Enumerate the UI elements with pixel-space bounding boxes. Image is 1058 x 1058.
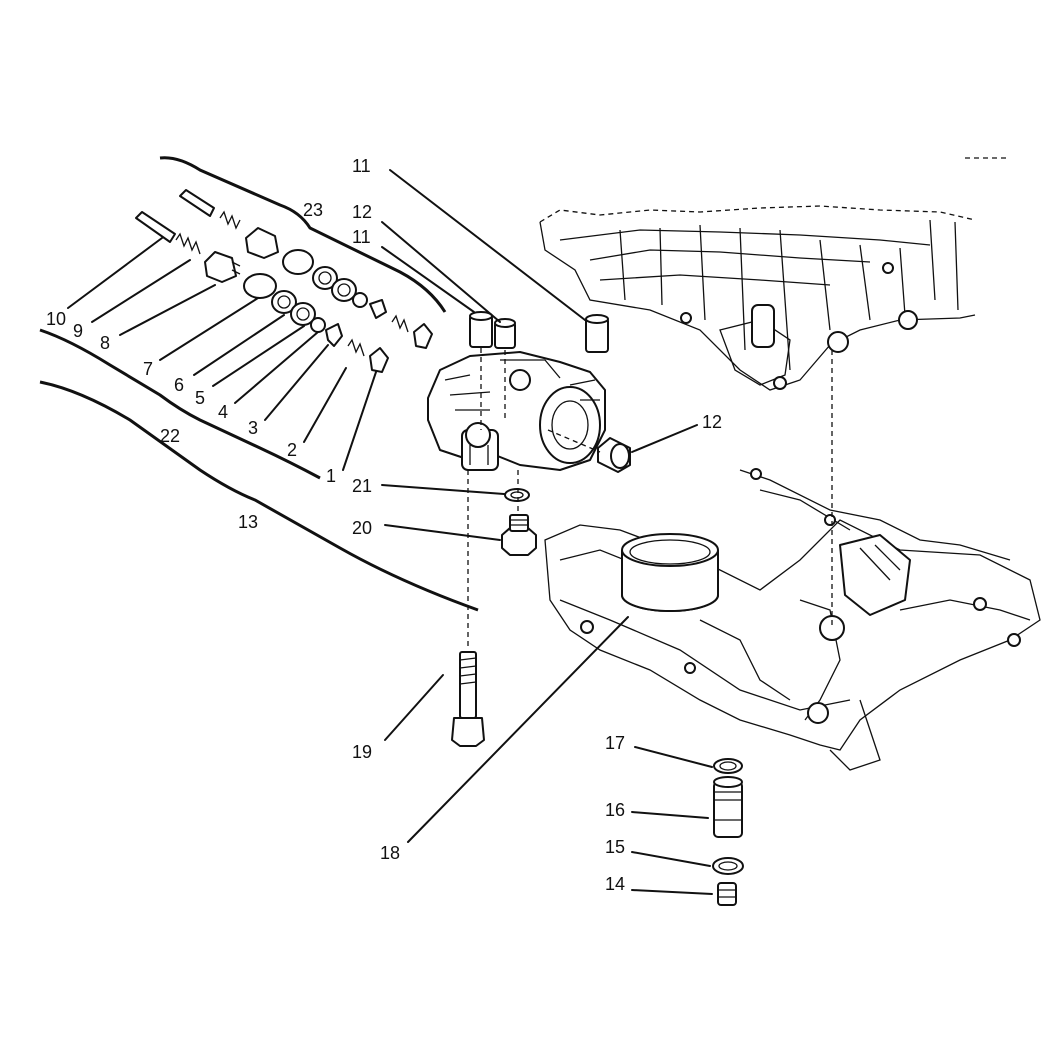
- callout-13: 13: [238, 512, 258, 532]
- callout-15: 15: [605, 837, 625, 857]
- callout-20: 20: [352, 518, 372, 538]
- fitting-20: [501, 514, 537, 556]
- valve-kit-23: [179, 189, 433, 349]
- bolt-19: [451, 651, 485, 747]
- callout-17: 17: [605, 733, 625, 753]
- callout-16: 16: [605, 800, 625, 820]
- callout-12-right: 12: [702, 412, 722, 432]
- ring-17: [713, 758, 743, 774]
- callout-9: 9: [73, 321, 83, 341]
- callout-21: 21: [352, 476, 372, 496]
- brace-22: [39, 328, 321, 480]
- callout-6: 6: [174, 375, 184, 395]
- seal-ring: [621, 533, 719, 612]
- callout-1: 1: [326, 466, 336, 486]
- callout-11-top: 11: [352, 156, 371, 176]
- bushing-11-right: [585, 314, 609, 353]
- callout-8: 8: [100, 333, 110, 353]
- callout-7: 7: [143, 359, 153, 379]
- callout-23: 23: [303, 200, 323, 220]
- brace-23: [159, 156, 447, 313]
- leader-lines: [67, 169, 713, 895]
- bushing-12-left: [494, 318, 516, 349]
- callout-2: 2: [287, 440, 297, 460]
- callout-10: 10: [46, 309, 66, 329]
- callout-labels: 1 2 3 4 5 6 7 8 9 10 11 12 11 12 13 14 1…: [46, 156, 722, 894]
- callout-12-top: 12: [352, 202, 372, 222]
- callout-19: 19: [352, 742, 372, 762]
- bushing-11-left: [469, 311, 493, 348]
- callout-18: 18: [380, 843, 400, 863]
- bushing-12-right: [597, 437, 631, 473]
- filter-16: [713, 776, 743, 838]
- upper-housing: [539, 157, 1010, 391]
- valve-kit-22: [135, 211, 389, 373]
- alignment-line-shaft: [547, 429, 601, 453]
- callout-4: 4: [218, 402, 228, 422]
- callout-14: 14: [605, 874, 625, 894]
- lower-housing: [544, 468, 1041, 771]
- ring-15: [712, 857, 744, 875]
- brace-13: [39, 380, 479, 612]
- callout-5: 5: [195, 388, 205, 408]
- callout-11-middle: 11: [352, 227, 371, 247]
- callout-22: 22: [160, 426, 180, 446]
- callout-3: 3: [248, 418, 258, 438]
- pump-assembly: [427, 351, 606, 471]
- plug-14: [717, 882, 737, 906]
- washer-21: [504, 488, 530, 502]
